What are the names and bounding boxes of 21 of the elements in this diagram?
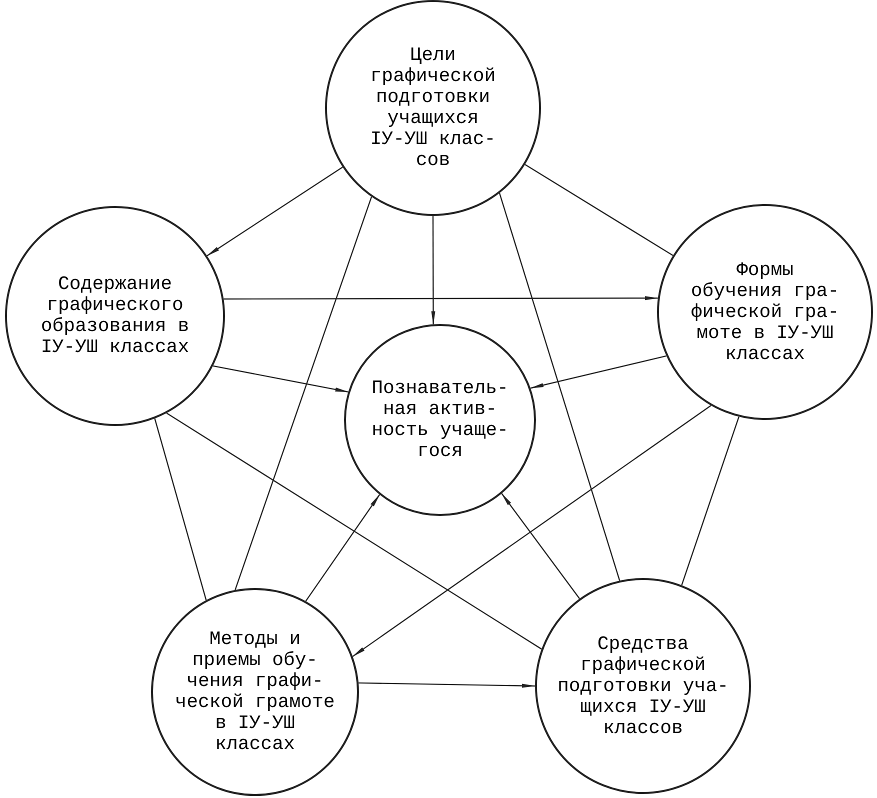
connector-line bbox=[212, 365, 350, 393]
connector-line bbox=[154, 418, 207, 600]
connector-line bbox=[530, 355, 666, 389]
connector-line bbox=[431, 216, 436, 326]
connector-line bbox=[681, 416, 740, 586]
connector-line bbox=[234, 196, 372, 590]
connector-line bbox=[501, 492, 580, 599]
node-text: Средства графической подготовки уча- щихся IУ-УШ классов bbox=[556, 634, 730, 738]
node-text: Методы и приемы обу- чения графи- ческой грамоте в IУ-УШ классах bbox=[174, 629, 336, 755]
node-text: Цели графической подготовки учащихся IУ-УШ клас- сов bbox=[369, 45, 497, 171]
node-text: Формы обучения гра- фической гра- моте в IУ-УШ классах bbox=[690, 260, 840, 364]
connector-line bbox=[524, 164, 674, 256]
connector-line bbox=[498, 192, 620, 581]
connector-line bbox=[305, 494, 380, 602]
connector-line bbox=[224, 296, 659, 300]
node-text: Познаватель- ная актив- ность учаще- гося bbox=[370, 378, 510, 462]
connector-line bbox=[166, 412, 542, 650]
connector-line bbox=[358, 682, 536, 688]
connector-line bbox=[206, 166, 343, 256]
connector-line bbox=[352, 405, 712, 657]
node-text: Содержание графического образования в IУ-УШ классах bbox=[40, 274, 190, 358]
